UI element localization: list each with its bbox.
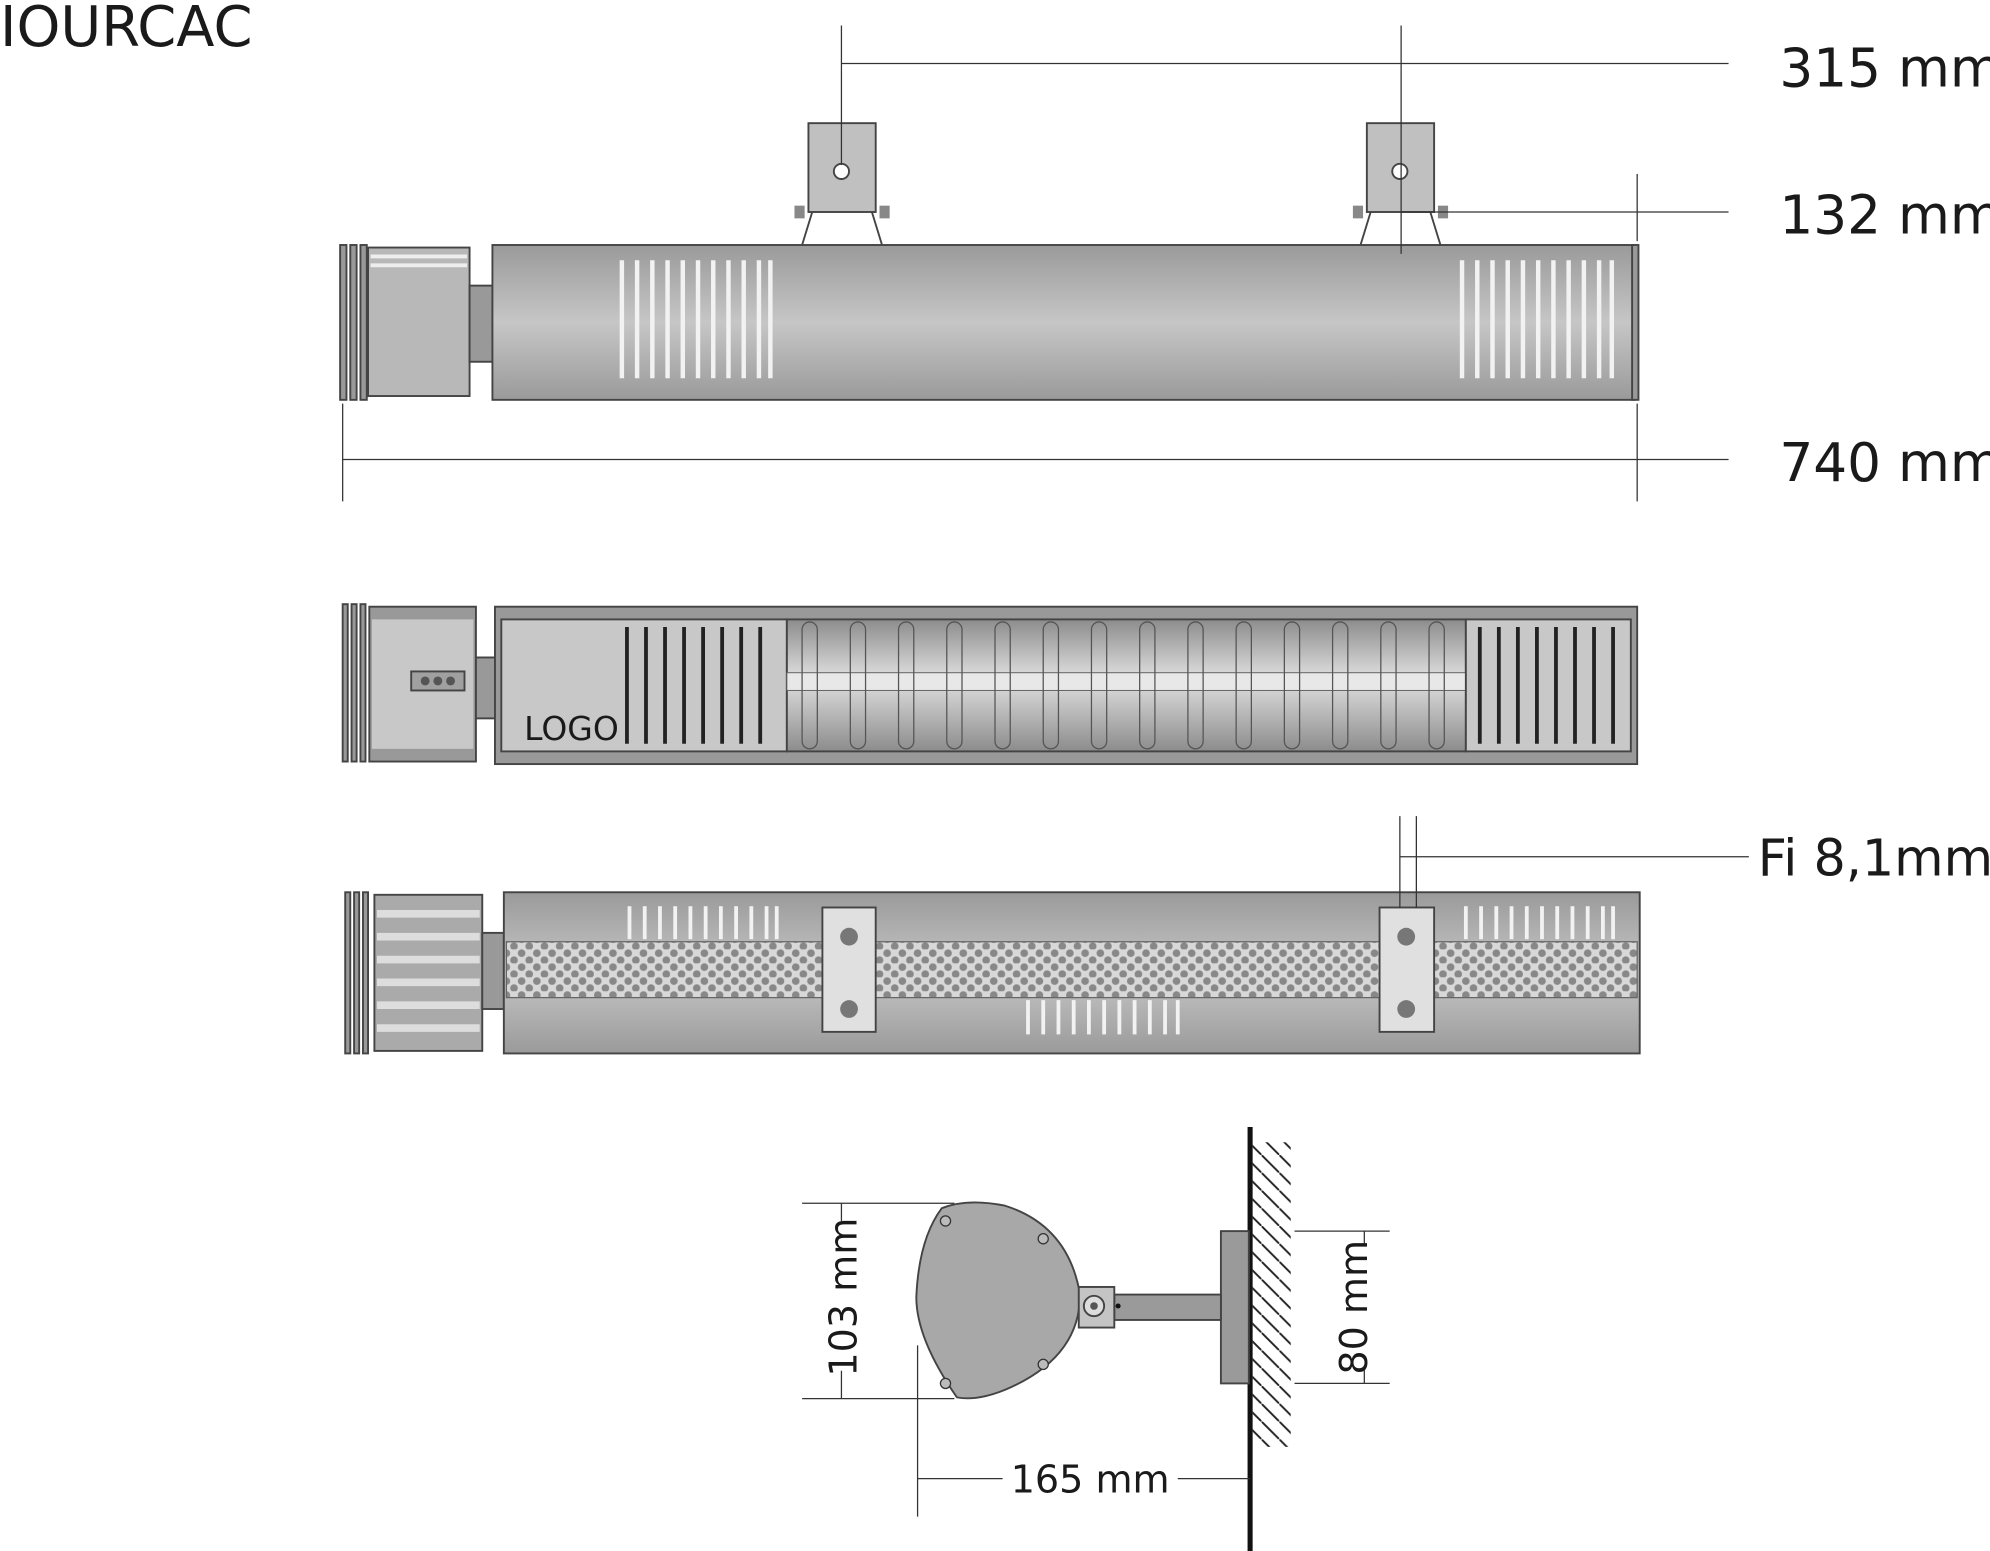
mount-plate-right	[1378, 906, 1436, 1033]
end-box	[367, 246, 471, 397]
bracket-right	[1352, 122, 1449, 246]
top-view: 315 mm 132 mm 740 mm	[339, 25, 1990, 502]
front-view: LOGO	[341, 603, 1639, 766]
wall-plate	[1219, 1230, 1250, 1385]
brand-title: IOURCAC	[0, 0, 252, 60]
end-fins	[339, 244, 368, 401]
heater-housing	[915, 1201, 1081, 1400]
dim-total-length: 740 mm	[1779, 432, 1990, 494]
wall-hatching	[1252, 1142, 1291, 1447]
dim-wall-distance: 165 mm	[1011, 1458, 1170, 1502]
dim-housing-height: 103 mm	[822, 1218, 866, 1377]
mount-plate-left	[821, 906, 877, 1033]
dim-bracket-height: 132 mm	[1779, 185, 1990, 247]
dim-bracket-spacing: 315 mm	[1779, 37, 1990, 99]
dim-wall-plate-height: 80 mm	[1332, 1240, 1376, 1375]
side-view: 103 mm 80 mm 165 mm	[802, 1127, 1390, 1551]
arm	[1113, 1293, 1222, 1321]
connector	[468, 284, 494, 363]
dim-hole-diameter: Fi 8,1mm	[1758, 829, 1990, 888]
perforated-grille	[505, 941, 1638, 999]
dimension-lines	[342, 25, 1729, 502]
logo-label: LOGO	[524, 709, 619, 748]
back-view: Fi 8,1mm	[344, 816, 1990, 1055]
